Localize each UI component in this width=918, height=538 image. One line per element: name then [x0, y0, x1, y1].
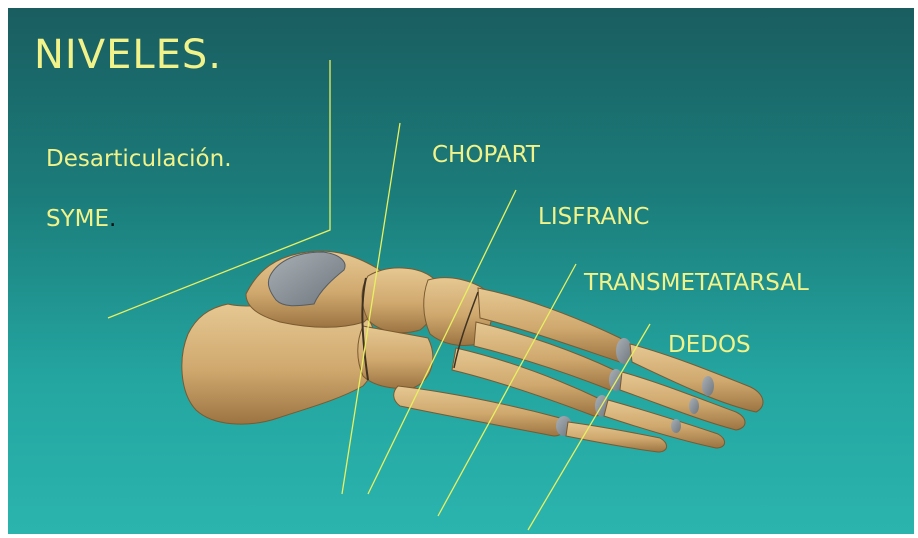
slide: NIVELES. Desarticulación. SYME. CHOPART …	[8, 8, 914, 534]
label-dedos: DEDOS	[668, 332, 751, 358]
label-chopart: CHOPART	[432, 142, 540, 168]
phalanx-joint-2	[689, 398, 699, 414]
label-syme: SYME.	[46, 206, 116, 232]
label-syme-text: SYME	[46, 206, 109, 232]
phalanx-joint-1	[702, 376, 714, 396]
label-desarticulacion: Desarticulación.	[46, 146, 232, 172]
label-transmetatarsal: TRANSMETATARSAL	[584, 270, 809, 296]
phalanx-joint-3	[671, 419, 681, 433]
cuboid-bone	[358, 326, 433, 389]
label-lisfranc: LISFRANC	[538, 204, 649, 230]
label-syme-dot: .	[109, 206, 116, 232]
mt-head-cartilage-1	[616, 338, 632, 364]
slide-title: NIVELES.	[34, 32, 222, 78]
